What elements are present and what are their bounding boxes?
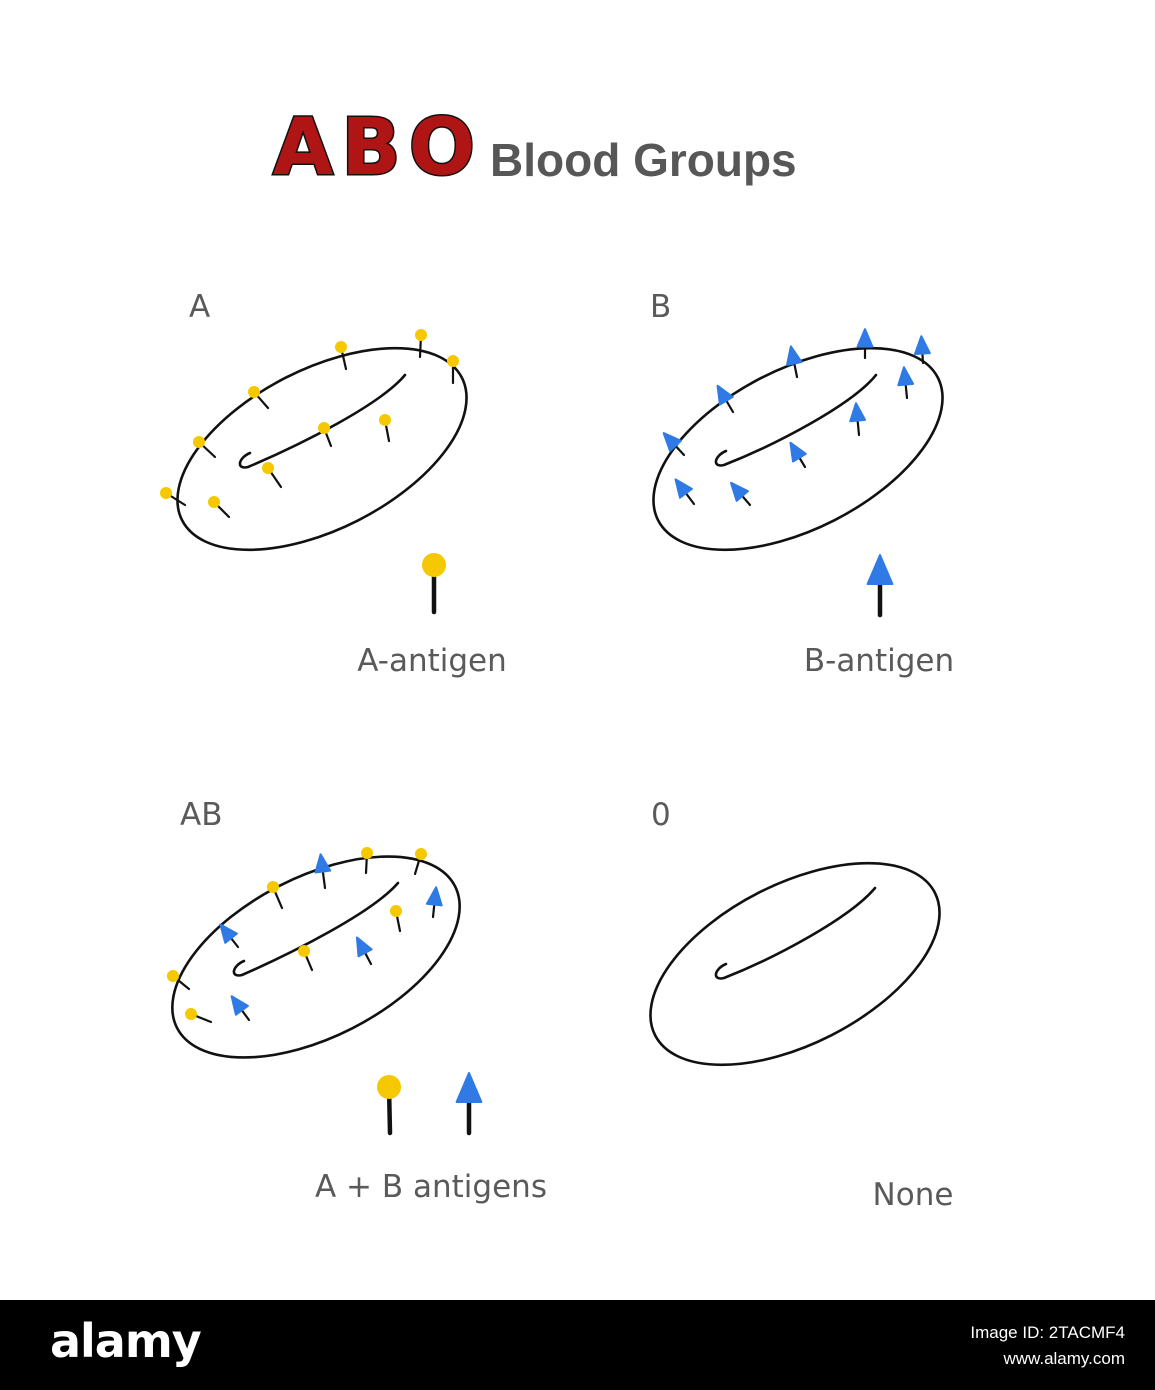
site-url: www.alamy.com [1003, 1349, 1125, 1368]
group-label-0: 0 [651, 797, 671, 833]
panel-group-0: 0 None [649, 797, 954, 1213]
b-antigen-icon [849, 402, 867, 437]
a-antigen-icon [318, 422, 333, 448]
b-antigen-icon [866, 554, 894, 618]
footer-ids: Image ID: 2TACMF4 www.alamy.com [970, 1320, 1125, 1372]
b-antigen-icon [674, 478, 696, 506]
group-label-ab: AB [180, 797, 222, 833]
b-antigen-icon [716, 384, 735, 414]
a-antigen-icon [185, 1008, 213, 1024]
b-antigen-icon [314, 853, 332, 890]
b-antigen-icon [219, 923, 240, 949]
image-id: Image ID: 2TACMF4 [970, 1323, 1125, 1342]
a-antigen-icon [267, 881, 284, 910]
b-antigen-icon [897, 366, 915, 400]
b-antigen-icon [785, 345, 803, 379]
a-antigen-icon [160, 487, 187, 507]
a-antigen-icon [193, 436, 217, 459]
panel-group-ab: AB A + B antigens [167, 797, 547, 1205]
b-antigen-icon [789, 441, 807, 469]
antigens-on-cell-a [160, 329, 459, 519]
a-antigen-icon [262, 462, 283, 489]
b-antigen-icon [355, 936, 373, 966]
abo-diagram: ABO Blood Groups A A-antigen B B-antigen… [160, 102, 954, 1213]
caption-ab: A + B antigens [315, 1169, 547, 1205]
antigens-on-cell-ab [167, 847, 443, 1024]
a-antigen-icon [208, 496, 231, 519]
legend-b-antigen [866, 554, 894, 618]
caption-b: B-antigen [804, 643, 954, 679]
red-blood-cell-b [652, 346, 944, 552]
b-antigen-icon [230, 995, 251, 1022]
red-blood-cell-ab [171, 855, 461, 1059]
red-blood-cell-a [176, 346, 468, 552]
b-antigen-icon [455, 1072, 483, 1136]
caption-0: None [873, 1177, 954, 1213]
caption-a: A-antigen [357, 643, 507, 679]
a-antigen-icon [447, 355, 459, 385]
a-antigen-icon [298, 945, 314, 972]
a-antigen-icon [422, 553, 446, 615]
title-blood-groups: Blood Groups [490, 134, 797, 186]
footer-bar: alamy Image ID: 2TACMF4 www.alamy.com [0, 1300, 1155, 1390]
a-antigen-icon [390, 905, 402, 933]
b-antigen-icon [425, 886, 443, 919]
a-antigen-icon [413, 848, 427, 876]
legend-a-b-antigens [377, 1072, 483, 1136]
red-blood-cell-0 [649, 861, 941, 1067]
a-antigen-icon [361, 847, 373, 875]
a-antigen-icon [335, 341, 348, 371]
a-antigen-icon [379, 414, 391, 443]
title-abo: ABO [273, 103, 483, 193]
antigens-on-cell-b [662, 328, 931, 507]
a-antigen-icon [167, 970, 191, 991]
a-antigen-icon [248, 386, 270, 410]
b-antigen-icon [856, 328, 874, 360]
a-antigen-icon [415, 329, 427, 359]
panel-group-b: B B-antigen [650, 289, 954, 679]
legend-a-antigen [422, 553, 446, 615]
group-label-b: B [650, 289, 671, 325]
panel-group-a: A A-antigen [160, 289, 507, 679]
a-antigen-icon [377, 1075, 401, 1136]
b-antigen-icon [913, 335, 931, 365]
b-antigen-icon [729, 481, 752, 507]
group-label-a: A [189, 289, 210, 325]
b-antigen-icon [662, 432, 686, 457]
alamy-logo: alamy [50, 1314, 202, 1368]
